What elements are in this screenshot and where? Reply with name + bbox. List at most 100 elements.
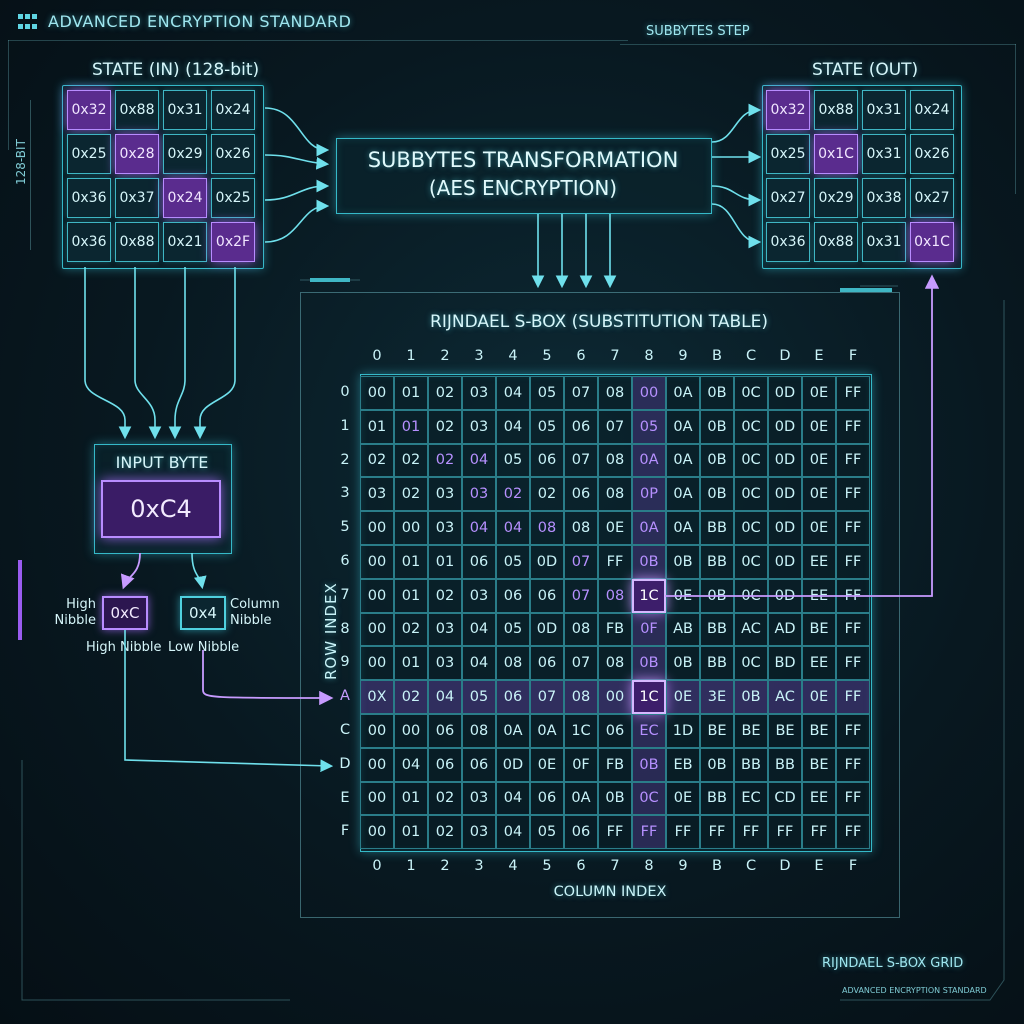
side-bit-label: 128-BIT	[14, 139, 28, 185]
sbox-cell: FF	[836, 747, 870, 782]
sbox-cell: 0E	[530, 747, 564, 782]
sbox-row-header: 7	[340, 586, 350, 603]
sbox-cell: FF	[598, 545, 632, 579]
low-nibble-value: 0x4	[180, 596, 226, 630]
sbox-cell: 00	[632, 376, 666, 410]
state-out-cell: 0x29	[814, 178, 858, 218]
sbox-column-header: 0	[372, 348, 382, 364]
sbox-cell: 08	[598, 646, 632, 681]
state-in-cell: 0x36	[67, 178, 111, 218]
sbox-cell: 0A	[564, 781, 598, 816]
sbox-cell: 04	[496, 376, 530, 410]
sbox-cell: 01	[360, 409, 394, 444]
sbox-cell: 04	[462, 511, 496, 545]
sbox-column-header: B	[712, 858, 722, 874]
sbox-column-header: E	[814, 858, 824, 874]
state-out-cell: 0x31	[862, 90, 906, 130]
sbox-cell: FF	[836, 781, 870, 816]
sbox-column-header: B	[712, 348, 722, 364]
sbox-cell: 0C	[734, 443, 768, 478]
sbox-cell: 00	[360, 747, 394, 782]
sbox-cell: 0E	[802, 680, 836, 714]
sbox-cell: 03	[462, 376, 496, 410]
sbox-cell: BB	[700, 511, 734, 545]
sbox-cell: 0B	[700, 443, 734, 478]
column-axis-label: COLUMN INDEX	[553, 884, 667, 900]
sbox-cell: 04	[428, 680, 462, 714]
state-in-cell: 0x32	[67, 90, 111, 130]
sbox-cell: 0A	[666, 409, 700, 444]
sbox-cell: 04	[462, 612, 496, 647]
sbox-cell: FF	[802, 815, 836, 850]
state-in-cell: 0x21	[163, 222, 207, 262]
sbox-row-header: 9	[340, 654, 350, 671]
high-nibble-value: 0xC	[102, 596, 148, 630]
sbox-cell: 00	[360, 578, 394, 613]
sbox-cell: 0A	[666, 477, 700, 512]
sbox-cell: 0D	[768, 409, 802, 444]
state-out-cell: 0x38	[862, 178, 906, 218]
sbox-cell: 0A	[666, 376, 700, 410]
sbox-cell: 05	[496, 612, 530, 647]
sbox-cell: FF	[836, 511, 870, 545]
state-out-cell: 0x32	[766, 90, 810, 130]
sbox-cell: BB	[734, 747, 768, 782]
sbox-cell: AC	[768, 680, 802, 714]
sbox-row-header: 5	[340, 519, 350, 536]
sbox-cell: 0F	[632, 612, 666, 647]
sbox-row-header: 2	[340, 451, 350, 468]
sbox-column-header: 6	[576, 858, 586, 874]
sbox-cell: 02	[428, 409, 462, 444]
sbox-cell: 00	[394, 714, 428, 748]
sbox-cell: BB	[700, 781, 734, 816]
state-in-cell: 0x88	[115, 90, 159, 130]
sbox-cell: 0D	[768, 545, 802, 579]
sbox-cell: 06	[564, 815, 598, 850]
state-in-cell: 0x2F	[211, 222, 255, 262]
sbox-grid-footer-label: RIJNDAEL S-BOX GRID	[822, 956, 964, 971]
sbox-cell: 0E	[802, 443, 836, 478]
sbox-cell: 01	[394, 815, 428, 850]
sbox-cell: 05	[632, 409, 666, 444]
sbox-column-header: D	[779, 858, 791, 874]
state-out-cell: 0x27	[910, 178, 954, 218]
sbox-cell: 04	[496, 511, 530, 545]
sbox-cell: 04	[496, 409, 530, 444]
sbox-row-header: 1	[340, 417, 350, 434]
state-in-cell: 0x36	[67, 222, 111, 262]
sbox-column-header: 8	[644, 858, 654, 874]
sbox-cell: 0B	[700, 376, 734, 410]
sbox-column-header: 7	[610, 858, 620, 874]
sbox-cell: 04	[496, 815, 530, 850]
state-out-cell: 0x26	[910, 134, 954, 174]
sbox-cell: 02	[428, 376, 462, 410]
sbox-cell: 00	[360, 646, 394, 681]
sbox-cell: 0D	[768, 376, 802, 410]
sbox-column-header: 1	[406, 858, 416, 874]
sbox-cell: 08	[496, 646, 530, 681]
state-out-matrix	[762, 85, 962, 269]
sbox-cell: 08	[462, 714, 496, 748]
sbox-cell: AC	[734, 612, 768, 647]
sbox-cell: 0B	[700, 747, 734, 782]
sbox-cell: 08	[598, 477, 632, 512]
column-nibble-label: Column Nibble	[230, 597, 280, 628]
state-in-cell: 0x29	[163, 134, 207, 174]
sbox-cell: 06	[496, 578, 530, 613]
sbox-cell: 00	[360, 545, 394, 579]
sbox-cell: 00	[360, 612, 394, 647]
state-in-cell: 0x25	[211, 178, 255, 218]
sbox-cell: 0C	[734, 545, 768, 579]
sbox-cell: 04	[394, 747, 428, 782]
sbox-cell: EE	[802, 545, 836, 579]
sbox-cell: 06	[564, 409, 598, 444]
high-nibble-label: High Nibble	[54, 597, 96, 628]
sbox-cell: 0C	[734, 477, 768, 512]
sbox-cell: FF	[836, 714, 870, 748]
sbox-row-header: E	[340, 789, 350, 806]
sbox-cell: 0D	[768, 477, 802, 512]
state-out-label: STATE (OUT)	[812, 60, 919, 80]
sbox-column-header: 5	[542, 348, 552, 364]
sbox-column-header: 2	[440, 348, 450, 364]
sbox-row-header: 0	[340, 384, 350, 400]
